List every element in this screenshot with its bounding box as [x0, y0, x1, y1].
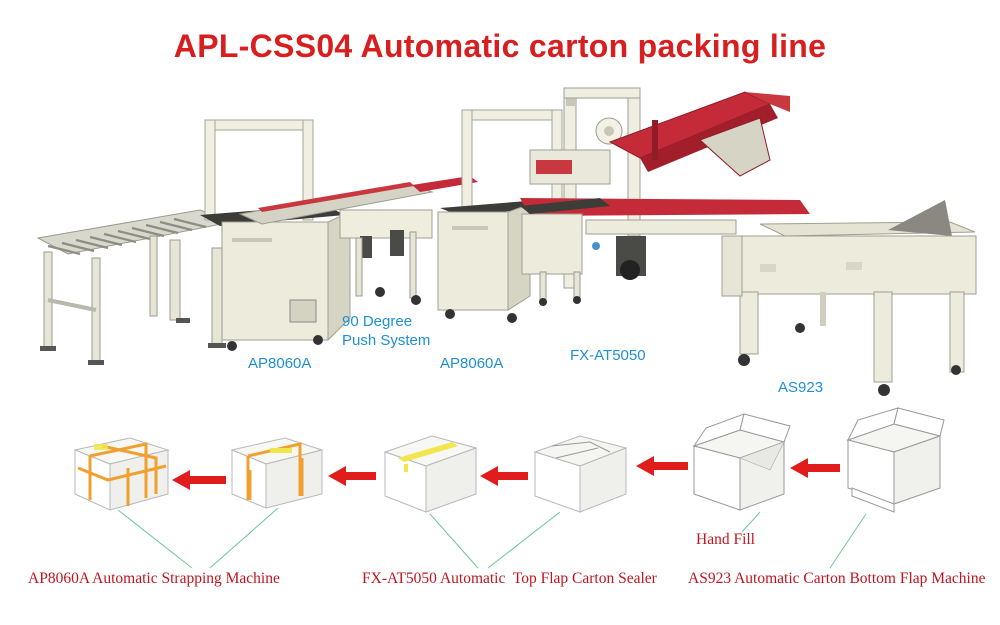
taped-box: [383, 435, 478, 513]
strapped-box-single: [230, 437, 324, 509]
label-as923: AS923: [778, 379, 824, 396]
push-system-conveyor: [238, 176, 478, 305]
arrow-left-icon: [480, 466, 528, 486]
label-ap8060a-left: AP8060A: [248, 355, 312, 372]
bottom-folding-box: [846, 407, 945, 513]
label-ap8060a-mid: AP8060A: [440, 355, 504, 372]
red-feed-chute: [608, 91, 790, 177]
strapped-box-cross: [73, 437, 170, 511]
label-hand-fill: Hand Fill: [696, 531, 755, 548]
page-title: APL-CSS04 Automatic carton packing line: [173, 28, 827, 64]
label-bottom-flap-machine: AS923 Automatic Carton Bottom Flap Machi…: [688, 570, 986, 587]
strapping-machine-left: [169, 119, 351, 351]
label-strapping-machine: AP8060A Automatic Strapping Machine: [28, 570, 280, 587]
arrow-left-icon: [636, 456, 688, 476]
label-push-system-line1: 90 Degree: [342, 313, 413, 330]
label-push-system-line2: Push System: [342, 332, 431, 349]
arrow-left-icon: [172, 470, 226, 490]
machine-photo: [36, 87, 977, 396]
leader-lines: [117, 507, 867, 569]
roller-conveyor: [36, 209, 234, 365]
label-top-flap-sealer: FX-AT5050 Automatic Top Flap Carton Seal…: [362, 570, 657, 587]
open-top-box: [692, 413, 791, 511]
bottom-flap-machine: [721, 200, 977, 396]
arrow-left-icon: [790, 458, 840, 478]
flaps-folded-box: [533, 435, 628, 513]
arrow-left-icon: [328, 466, 376, 486]
flow-arrows: [172, 456, 840, 490]
label-fx-at5050: FX-AT5050: [570, 347, 646, 364]
carton-sealer: [520, 87, 810, 306]
